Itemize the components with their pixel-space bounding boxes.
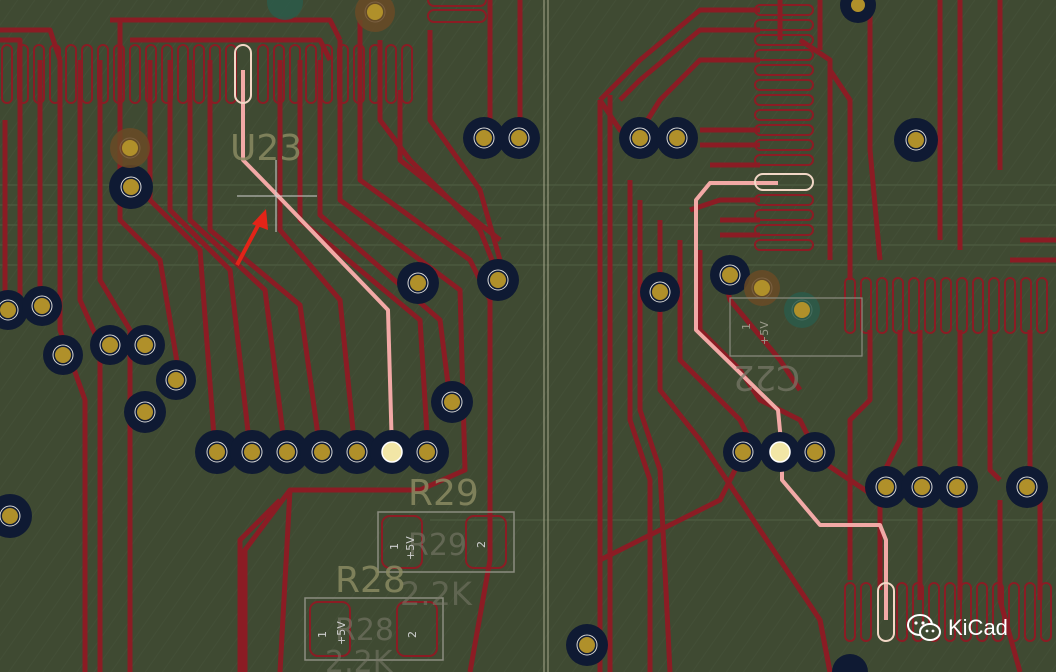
watermark-label: KiCad <box>948 615 1008 640</box>
u23-label: U23 <box>230 128 302 169</box>
r28-pad1-label: 1 <box>316 631 329 638</box>
watermark: KiCad <box>906 612 1008 644</box>
r29-label: R29 <box>408 473 479 514</box>
c22-5v-label: +5V <box>758 321 771 345</box>
c22-pad1-label: 1 <box>740 323 753 330</box>
r28-value: 2.2K <box>325 645 394 672</box>
r29-pad1-label: 1 <box>388 543 401 550</box>
r29-pad2-label: 2 <box>475 541 488 548</box>
r28-footprint[interactable] <box>304 597 444 661</box>
u23-selected-pad[interactable] <box>234 44 252 104</box>
center-bus <box>543 0 549 672</box>
top-center-pads <box>427 0 487 23</box>
r29-footprint[interactable] <box>377 511 515 573</box>
r28-pad2-label: 2 <box>406 631 419 638</box>
pointer-arrow-icon <box>235 209 268 266</box>
r29-5v-label: +5V <box>404 536 417 560</box>
r28-ghost-label: R28 <box>335 613 394 648</box>
c22-label: C22 <box>733 357 800 397</box>
r29-value: 2.2K <box>400 575 473 613</box>
silkscreen-layer: U23 R29 R29 2.2K R28 R28 2.2K C22 1 +5V … <box>230 128 800 672</box>
c22-footprint[interactable] <box>729 297 863 357</box>
header-pads-right <box>844 277 1048 334</box>
header-pads-bottom-right <box>844 582 1052 642</box>
wechat-icon <box>907 614 941 641</box>
r28-label: R28 <box>335 560 406 601</box>
r28-5v-label: +5V <box>335 621 348 645</box>
r29-ghost-label: R29 <box>408 528 467 563</box>
header-pads-top-left <box>1 44 413 104</box>
bottom-right-selected-pad[interactable] <box>877 582 895 642</box>
header-pads-center-right <box>754 4 814 251</box>
crosshair-cursor <box>237 160 317 232</box>
center-right-selected-pad[interactable] <box>754 173 814 191</box>
